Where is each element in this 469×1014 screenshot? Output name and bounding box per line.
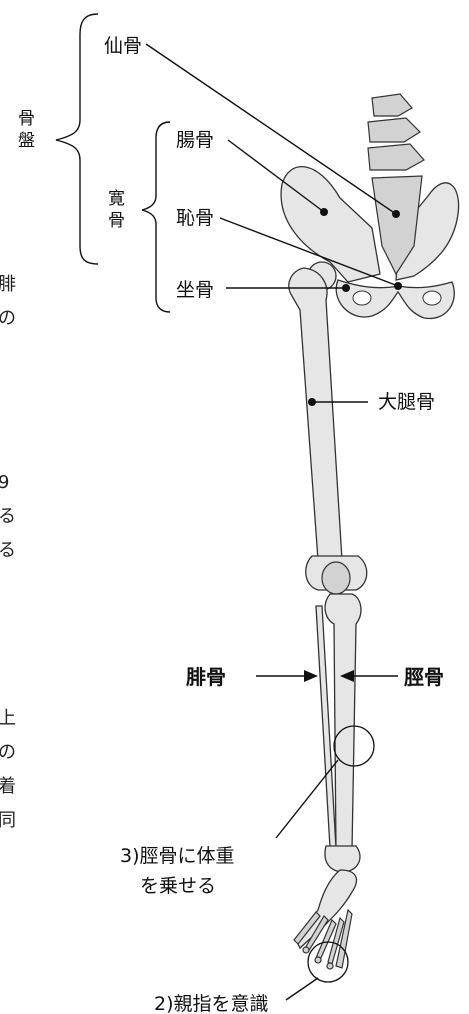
pubis-label: 恥骨 (176, 207, 214, 229)
left-fragment: 腓 (0, 274, 16, 295)
hip-bone-brace (142, 122, 170, 312)
ilium-dot (320, 208, 328, 216)
spine (368, 94, 424, 170)
pubis-dot (394, 282, 402, 290)
hip-bone-label-char-2: 骨 (108, 211, 125, 231)
pelvis-label-char-2: 盤 (18, 131, 35, 151)
left-fragment: 9 (0, 472, 9, 493)
left-fragment: る (0, 540, 16, 561)
hip-bone-label: 寛 骨 (108, 189, 125, 231)
left-edge-fragments: 腓 の 9 る る 上 の 着 同 (0, 274, 16, 831)
femur-shape (289, 268, 367, 594)
pelvis-label: 骨 盤 (18, 109, 35, 151)
left-fragment: 上 (0, 708, 16, 729)
ischium-dot (342, 284, 350, 292)
left-fragment: の (0, 308, 16, 329)
left-fragment: る (0, 506, 16, 527)
femur-label: 大腿骨 (378, 391, 435, 413)
sacrum-label: 仙骨 (104, 35, 142, 57)
fibula-label: 腓骨 (186, 665, 226, 689)
ilium-label: 腸骨 (176, 129, 214, 151)
left-fragment: 着 (0, 776, 16, 797)
left-fragment: 同 (0, 810, 16, 831)
foot-shape (294, 870, 356, 969)
note2-leader (286, 978, 318, 1000)
tibia-label: 脛骨 (404, 665, 444, 689)
hip-bone-label-char-1: 寛 (108, 189, 125, 209)
fibula-arrow (256, 670, 318, 682)
pelvis-label-char-1: 骨 (18, 109, 35, 129)
note2-label: 2)親指を意識 (154, 993, 269, 1014)
pelvis-brace (56, 14, 98, 264)
ischium-label: 坐骨 (176, 279, 214, 301)
femur-dot (308, 398, 316, 406)
note3-line2: を乗せる (140, 875, 216, 897)
left-fragment: の (0, 742, 16, 763)
sacrum-dot (392, 210, 400, 218)
note3-line1: 3)脛骨に体重 (120, 845, 235, 867)
